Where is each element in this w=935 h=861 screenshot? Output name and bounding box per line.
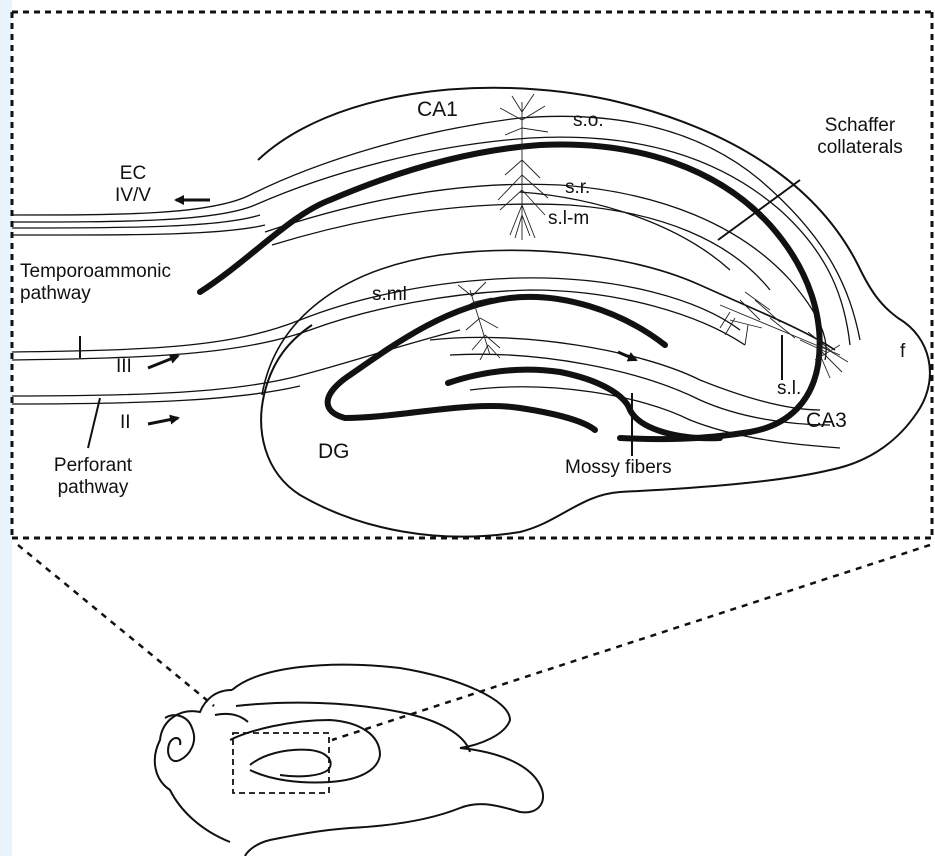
label-so: s.o.	[573, 110, 604, 132]
label-sr: s.r.	[565, 177, 590, 199]
layer-iii-arrow	[148, 356, 178, 368]
pyramidal-layer	[200, 144, 820, 439]
layer-ii-arrow	[148, 418, 178, 424]
label-sml: s.ml	[372, 284, 407, 306]
mini-brain-zoom-box	[233, 733, 329, 793]
label-temporoammonic: Temporoammonic pathway	[20, 261, 171, 305]
label-mossy-fibers: Mossy fibers	[565, 457, 672, 479]
label-perforant-pathway: Perforant pathway	[38, 455, 148, 499]
label-sl: s.l.	[777, 378, 801, 400]
ca1-strata	[265, 184, 826, 360]
label-ca1: CA1	[417, 98, 458, 122]
label-ca3: CA3	[806, 409, 847, 433]
label-layer-ii: II	[120, 412, 131, 434]
zoom-lines	[18, 545, 930, 740]
neuron-ca3	[720, 292, 848, 378]
label-schaffer-line2: collaterals	[805, 137, 915, 159]
left-strip	[0, 0, 12, 856]
neuron-ca1	[498, 94, 548, 240]
mini-brain	[155, 665, 543, 856]
label-slm: s.l-m	[548, 208, 589, 230]
label-ec-line1: EC	[108, 163, 158, 185]
label-layer-iii: III	[116, 356, 132, 378]
arrows	[148, 200, 636, 424]
label-perforant-line1: Perforant	[38, 455, 148, 477]
label-temporo-line1: Temporoammonic	[20, 261, 171, 283]
label-temporo-line2: pathway	[20, 283, 171, 305]
label-schaffer-collaterals: Schaffer collaterals	[805, 115, 915, 159]
label-f: f	[900, 341, 905, 363]
label-perforant-line2: pathway	[38, 477, 148, 499]
granule-upper	[328, 297, 665, 430]
label-dg: DG	[318, 440, 350, 464]
label-schaffer-line1: Schaffer	[805, 115, 915, 137]
label-ec: EC IV/V	[108, 163, 158, 207]
label-ec-line2: IV/V	[108, 185, 158, 207]
